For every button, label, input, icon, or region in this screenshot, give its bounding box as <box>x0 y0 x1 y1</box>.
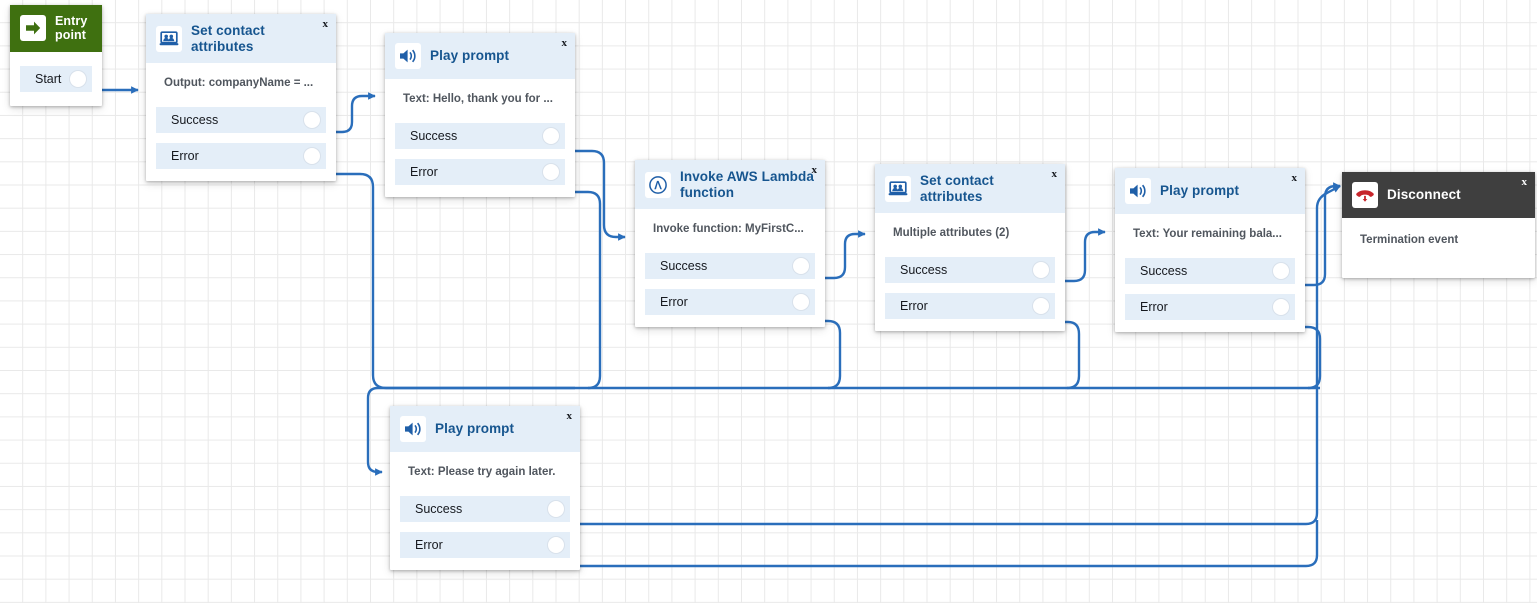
node-play-prompt-2[interactable]: Play prompt x Text: Your remaining bala.… <box>1115 168 1305 332</box>
node-description: Multiple attributes (2) <box>893 227 1010 240</box>
close-icon[interactable]: x <box>1291 172 1298 184</box>
port-connector-dot[interactable] <box>1273 262 1289 279</box>
node-entry-point[interactable]: Entry point Start <box>10 5 102 106</box>
port-success[interactable]: Success <box>395 122 565 149</box>
node-title: Set contact attributes <box>920 173 994 204</box>
aws-lambda-icon <box>645 171 671 198</box>
port-error[interactable]: Error <box>395 158 565 185</box>
port-label: Start <box>35 71 62 86</box>
close-icon[interactable]: x <box>1521 176 1528 188</box>
port-connector-dot[interactable] <box>1033 297 1049 314</box>
node-description: Text: Please try again later. <box>408 466 556 478</box>
port-connector-dot[interactable] <box>1273 298 1289 315</box>
arrow-right-icon <box>20 15 46 42</box>
set-contact-attributes-icon <box>885 175 911 202</box>
node-description: Text: Your remaining bala... <box>1133 228 1282 240</box>
node-header: Set contact attributes x <box>146 14 336 64</box>
node-disconnect[interactable]: Disconnect x Termination event <box>1342 172 1535 278</box>
port-success[interactable]: Success <box>885 256 1055 283</box>
node-header: Disconnect x <box>1342 172 1535 218</box>
node-ports: Success Error <box>635 237 825 327</box>
close-icon[interactable]: x <box>811 164 818 176</box>
port-connector-dot[interactable] <box>304 111 320 128</box>
node-header: Play prompt x <box>390 406 580 452</box>
port-success[interactable]: Success <box>645 252 815 279</box>
port-label: Error <box>1140 299 1168 314</box>
port-connector-dot[interactable] <box>70 70 86 87</box>
node-play-prompt-1[interactable]: Play prompt x Text: Hello, thank you for… <box>385 33 575 197</box>
port-error[interactable]: Error <box>1125 293 1295 320</box>
port-error[interactable]: Error <box>645 288 815 315</box>
speaker-icon <box>395 43 421 69</box>
node-header: Play prompt x <box>1115 168 1305 214</box>
port-label: Error <box>660 294 688 309</box>
node-title: Play prompt <box>435 421 515 437</box>
node-header: Invoke AWS Lambda function x <box>635 160 825 210</box>
close-icon[interactable]: x <box>561 37 568 49</box>
port-label: Error <box>410 164 438 179</box>
port-connector-dot[interactable] <box>543 163 559 180</box>
port-connector-dot[interactable] <box>543 127 559 144</box>
port-connector-dot[interactable] <box>304 147 320 164</box>
node-ports: Success Error <box>385 107 575 197</box>
port-label: Success <box>1140 263 1188 278</box>
port-label: Success <box>660 258 708 273</box>
node-title: Set contact attributes <box>191 23 265 54</box>
port-label: Success <box>900 262 948 277</box>
node-title: Entry point <box>55 14 88 43</box>
phone-hangup-icon <box>1352 182 1378 208</box>
port-label: Success <box>171 112 219 127</box>
port-connector-dot[interactable] <box>548 536 564 553</box>
node-invoke-aws-lambda-function[interactable]: Invoke AWS Lambda function x Invoke func… <box>635 160 825 327</box>
node-description: Invoke function: MyFirstC... <box>653 223 804 236</box>
node-title: Invoke AWS Lambda function <box>680 169 814 200</box>
node-title: Play prompt <box>430 48 510 64</box>
close-icon[interactable]: x <box>322 18 329 30</box>
port-connector-dot[interactable] <box>548 500 564 517</box>
port-connector-dot[interactable] <box>793 293 809 310</box>
port-success[interactable]: Success <box>156 106 326 133</box>
speaker-icon <box>1125 178 1151 204</box>
set-contact-attributes-icon <box>156 25 182 52</box>
node-header: Set contact attributes x <box>875 164 1065 214</box>
speaker-icon <box>400 416 426 442</box>
node-ports: Start <box>10 52 102 106</box>
node-header: Play prompt x <box>385 33 575 79</box>
node-header: Entry point <box>10 5 102 52</box>
port-error[interactable]: Error <box>400 531 570 558</box>
node-description: Termination event <box>1360 234 1459 246</box>
port-connector-dot[interactable] <box>1033 261 1049 278</box>
port-start[interactable]: Start <box>20 65 92 92</box>
node-set-contact-attributes-2[interactable]: Set contact attributes x Multiple attrib… <box>875 164 1065 331</box>
node-title: Play prompt <box>1160 183 1240 199</box>
close-icon[interactable]: x <box>566 410 573 422</box>
node-title: Disconnect <box>1387 187 1461 203</box>
port-error[interactable]: Error <box>885 292 1055 319</box>
port-success[interactable]: Success <box>400 495 570 522</box>
node-set-contact-attributes-1[interactable]: Set contact attributes x Output: company… <box>146 14 336 181</box>
port-label: Error <box>415 537 443 552</box>
port-connector-dot[interactable] <box>793 257 809 274</box>
port-label: Error <box>171 148 199 163</box>
node-ports: Success Error <box>146 91 336 181</box>
node-play-prompt-3[interactable]: Play prompt x Text: Please try again lat… <box>390 406 580 570</box>
node-ports: Success Error <box>875 241 1065 331</box>
port-success[interactable]: Success <box>1125 257 1295 284</box>
node-description: Output: companyName = ... <box>164 77 314 90</box>
port-label: Success <box>415 501 463 516</box>
port-error[interactable]: Error <box>156 142 326 169</box>
node-ports: Success Error <box>390 480 580 570</box>
close-icon[interactable]: x <box>1051 168 1058 180</box>
node-description: Text: Hello, thank you for ... <box>403 93 553 105</box>
port-label: Error <box>900 298 928 313</box>
port-label: Success <box>410 128 458 143</box>
node-ports: Success Error <box>1115 242 1305 332</box>
